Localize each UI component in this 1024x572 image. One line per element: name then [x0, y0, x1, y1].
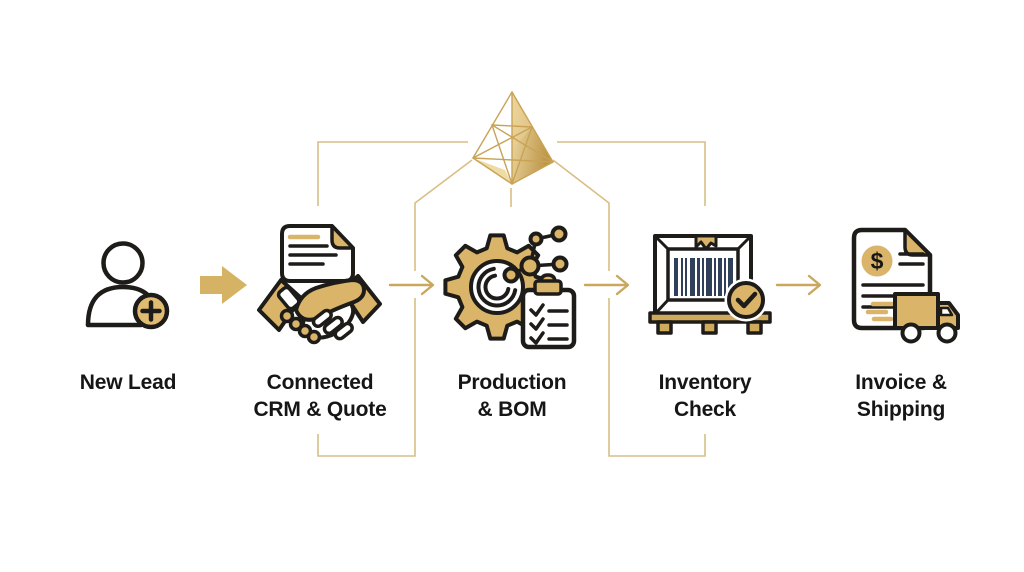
truck-wheel-rear — [900, 322, 922, 344]
checklist-clipboard — [520, 273, 577, 350]
connector-loop-right-upper — [552, 159, 610, 271]
label-connected-crm-quote: Connected CRM & Quote — [208, 369, 432, 423]
knuckles — [279, 308, 322, 345]
check-badge-icon — [724, 278, 768, 322]
crystal-gem-logo — [472, 91, 554, 185]
clip — [533, 279, 563, 296]
connector-loop-left-lower — [317, 298, 416, 457]
person-head — [101, 241, 145, 285]
tape-strip — [694, 234, 718, 251]
label-production-bom: Production & BOM — [400, 369, 624, 423]
checklist-rows — [529, 303, 569, 345]
truck-cargo — [893, 292, 940, 330]
speed-lines — [865, 301, 895, 322]
connector-lines — [317, 141, 706, 457]
label-line1: Connected — [266, 371, 374, 394]
wrapping-fingers — [311, 308, 354, 341]
connector-loop-right-lower — [608, 298, 706, 457]
cuff — [276, 285, 301, 311]
arrow-production-to-inventory-icon — [583, 274, 630, 296]
network-nodes — [502, 225, 569, 284]
label-line2: Shipping — [856, 398, 946, 421]
dollar-badge-icon — [861, 245, 893, 277]
pallet-barcode-check-icon — [648, 234, 772, 335]
label-line1: New Lead — [79, 371, 177, 394]
connector-top-left — [317, 141, 468, 206]
pallet — [648, 311, 772, 335]
arrow-inventory-to-invoice-icon — [775, 274, 822, 296]
label-line2: CRM & Quote — [253, 398, 387, 421]
dollar-sign: $ — [871, 248, 884, 274]
handshake-contract-icon — [257, 224, 382, 345]
invoice-lines — [861, 252, 925, 309]
gear-bom-checklist-icon — [443, 225, 577, 350]
truck-window — [939, 306, 954, 317]
plus-badge-icon — [132, 292, 170, 330]
bom-network — [502, 225, 569, 284]
arrow-crm-to-production-icon — [388, 274, 435, 296]
label-line1: Invoice & — [855, 371, 947, 394]
gem-wireframe — [472, 91, 554, 185]
label-line2: Check — [673, 398, 737, 421]
label-line2: & BOM — [477, 398, 547, 421]
document-fold — [330, 224, 355, 250]
label-new-lead: New Lead — [16, 369, 240, 396]
person-plus-icon — [85, 241, 170, 330]
label-inventory-check: Inventory Check — [593, 369, 817, 423]
connector-loop-left-upper — [414, 159, 473, 271]
contract-document — [280, 224, 355, 283]
label-line1: Production — [457, 371, 567, 394]
handshake — [257, 274, 382, 345]
invoice-truck-icon: $ — [851, 227, 960, 344]
label-invoice-shipping: Invoice & Shipping — [789, 369, 1013, 423]
label-line1: Inventory — [658, 371, 752, 394]
connector-top-right — [557, 141, 706, 206]
delivery-truck-icon — [865, 292, 960, 344]
barcode — [674, 258, 733, 296]
block-arrow-icon — [200, 266, 247, 304]
document-fold — [903, 228, 932, 257]
truck-wheel-front — [936, 322, 958, 344]
